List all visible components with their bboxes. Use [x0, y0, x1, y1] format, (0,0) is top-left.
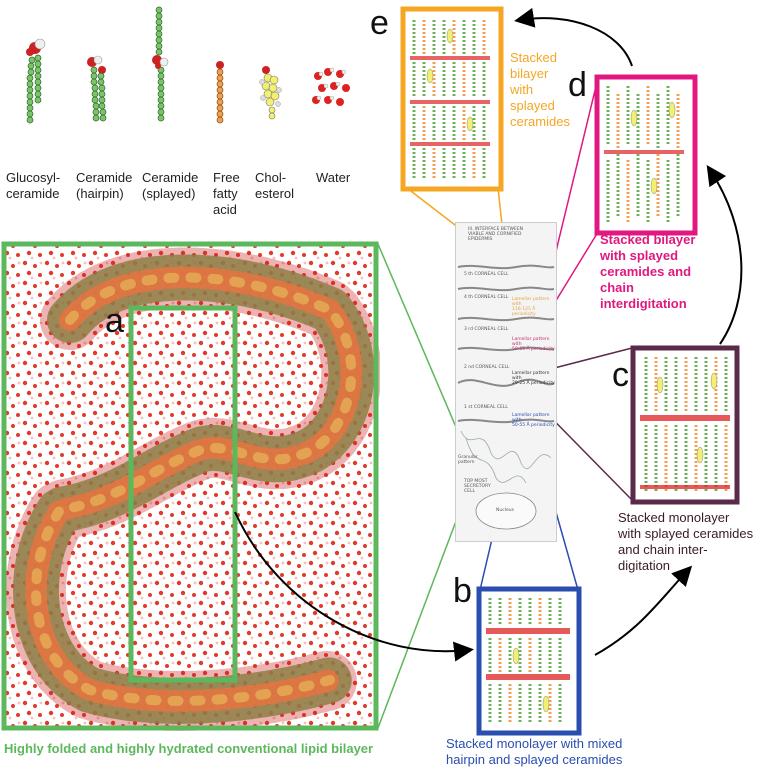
legend-label-glucosylceramide: Glucosyl-ceramide [6, 170, 61, 201]
panel-e-letter: e [370, 4, 389, 42]
schematic-cell-1: 1 st CORNEAL CELL [464, 405, 508, 410]
legend-label-ceramide-splayed: Ceramide(splayed) [142, 170, 199, 201]
panel-e-stacked-bilayer [400, 6, 504, 192]
panel-b-stacked-monolayer-mixed [476, 586, 582, 736]
panel-c-letter: c [612, 356, 629, 394]
panel-d-stacked-bilayer-interdigitation [594, 74, 698, 236]
panel-b-letter: b [453, 572, 472, 610]
arrow-c-to-d [706, 165, 743, 345]
panel-a-letter: a [105, 302, 124, 340]
schematic-cell-4: 4 th CORNEAL CELL [464, 295, 509, 300]
panel-a-inset-frame [128, 305, 238, 683]
panel-a-lipid-bilayer [1, 241, 380, 731]
legend-molecules [26, 6, 350, 124]
schematic-layers [457, 264, 555, 530]
cholesterol-icon [259, 66, 282, 120]
water-icon [312, 67, 350, 106]
arrow-a-to-b [234, 511, 474, 662]
glucosylceramide-icon [26, 38, 46, 124]
arrow-d-to-e [514, 7, 633, 67]
ceramide-splayed-icon [152, 6, 169, 122]
panel-c-stacked-monolayer-interdigitation [630, 345, 740, 505]
panel-a-caption: Highly folded and highly hydrated conven… [4, 741, 374, 756]
arrow-b-to-c [594, 565, 693, 656]
free-fatty-acid-icon [216, 61, 224, 124]
legend-label-water: Water [316, 170, 351, 185]
panel-a-frame [1, 241, 379, 731]
schematic-cell-2: 2 nd CORNEAL CELL [464, 365, 510, 370]
legend-label-cholesterol: Chol-esterol [255, 170, 295, 201]
ceramide-hairpin-icon [87, 55, 107, 122]
schematic-cell-3: 3 rd CORNEAL CELL [464, 327, 509, 332]
schematic-nucleus: Nucleus [496, 508, 514, 513]
panel-d-letter: d [568, 66, 587, 104]
legend-label-ceramide-hairpin: Ceramide(hairpin) [76, 170, 133, 201]
schematic-cell-5: 5 th CORNEAL CELL [464, 272, 509, 277]
